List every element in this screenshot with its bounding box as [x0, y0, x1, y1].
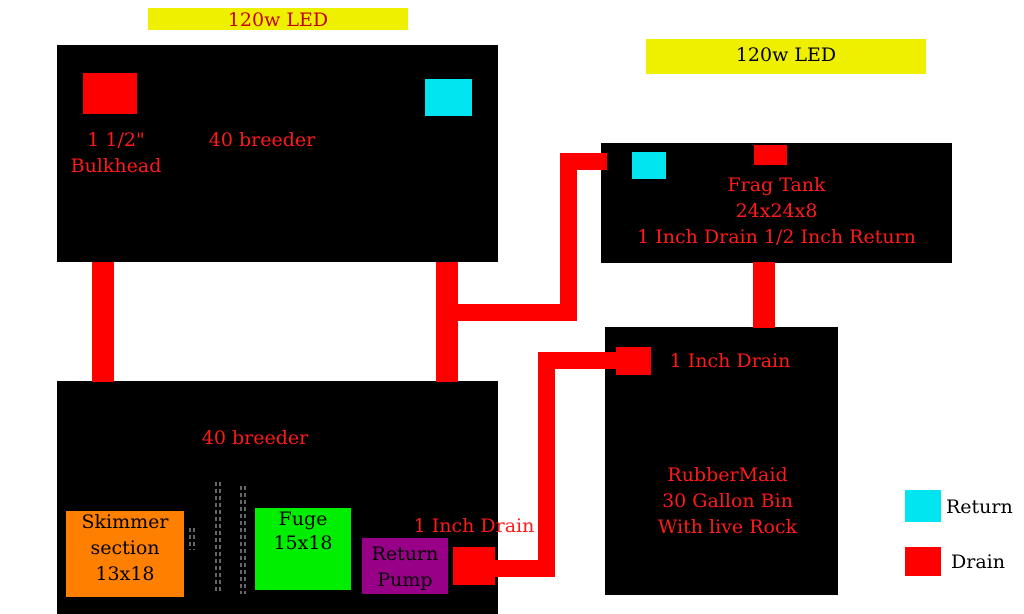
skimmer-label-line1: Skimmer — [81, 511, 169, 533]
sump-drain-label: 1 Inch Drain — [413, 515, 535, 537]
sump-tank-label: 40 breeder — [201, 427, 309, 449]
frag-tank-label: Frag Tank 24x24x8 1 Inch Drain 1/2 Inch … — [601, 172, 952, 250]
rubbermaid-label-line3: With live Rock — [657, 516, 798, 538]
return-pump-label: Return Pump — [362, 541, 448, 593]
legend-return-label: Return — [946, 496, 1013, 518]
legend-drain-swatch — [905, 547, 941, 576]
skimmer-label-line2: section — [90, 537, 160, 559]
display-return-marker — [425, 79, 472, 116]
return-pump-label-line1: Return — [371, 543, 439, 565]
rubbermaid-label-line2: 30 Gallon Bin — [662, 490, 793, 512]
rubbermaid-label: RubberMaid 30 Gallon Bin With live Rock — [605, 462, 850, 540]
display-tank-label: 40 breeder — [208, 129, 316, 151]
frag-tank-label-line1: Frag Tank — [727, 174, 826, 196]
sump-baffles — [189, 482, 246, 594]
fuge-label-line1: Fuge — [278, 508, 328, 530]
pump-outlet — [453, 547, 495, 585]
rubbermaid-drain-label: 1 Inch Drain — [669, 350, 791, 372]
skimmer-section-label: Skimmer section 13x18 — [66, 509, 184, 587]
right-drain-pipe — [436, 262, 458, 382]
legend-drain-label: Drain — [951, 551, 1005, 573]
return-pipe-bottom — [495, 560, 543, 577]
top-led-bar: 120w LED — [148, 8, 408, 31]
bulkhead-drain-marker — [83, 73, 137, 114]
frag-drain-marker — [754, 145, 787, 165]
return-pipe-vertical — [538, 352, 555, 577]
frag-tank-label-line3: 1 Inch Drain 1/2 Inch Return — [637, 226, 916, 248]
fuge-section — [255, 508, 351, 590]
top-led-label: 120w LED — [227, 9, 329, 31]
bulkhead-label: 1 1/2" Bulkhead — [62, 127, 170, 179]
rubbermaid-drain-marker — [616, 347, 651, 375]
return-pump-label-line2: Pump — [377, 569, 433, 591]
frag-led-bar: 120w LED — [646, 39, 926, 74]
legend-return-swatch — [905, 490, 941, 522]
skimmer-section — [66, 511, 184, 597]
frag-feed-pipe-upper — [560, 153, 607, 170]
left-drain-pipe — [92, 262, 114, 382]
bulkhead-label-line2: Bulkhead — [70, 155, 162, 177]
frag-feed-pipe-vertical — [560, 153, 577, 321]
bulkhead-label-line1: 1 1/2" — [87, 129, 145, 151]
skimmer-label-line3: 13x18 — [95, 563, 155, 585]
fuge-label-line2: 15x18 — [273, 532, 333, 554]
frag-return-marker — [632, 152, 666, 179]
return-pump — [362, 538, 448, 594]
frag-drain-pipe — [753, 262, 775, 328]
return-pipe-top — [538, 352, 618, 369]
frag-led-label: 120w LED — [735, 44, 837, 66]
rubbermaid-label-line1: RubberMaid — [667, 464, 788, 486]
fuge-label: Fuge 15x18 — [255, 507, 351, 555]
frag-tank-label-line2: 24x24x8 — [735, 200, 818, 222]
frag-feed-pipe-lower — [458, 304, 577, 321]
